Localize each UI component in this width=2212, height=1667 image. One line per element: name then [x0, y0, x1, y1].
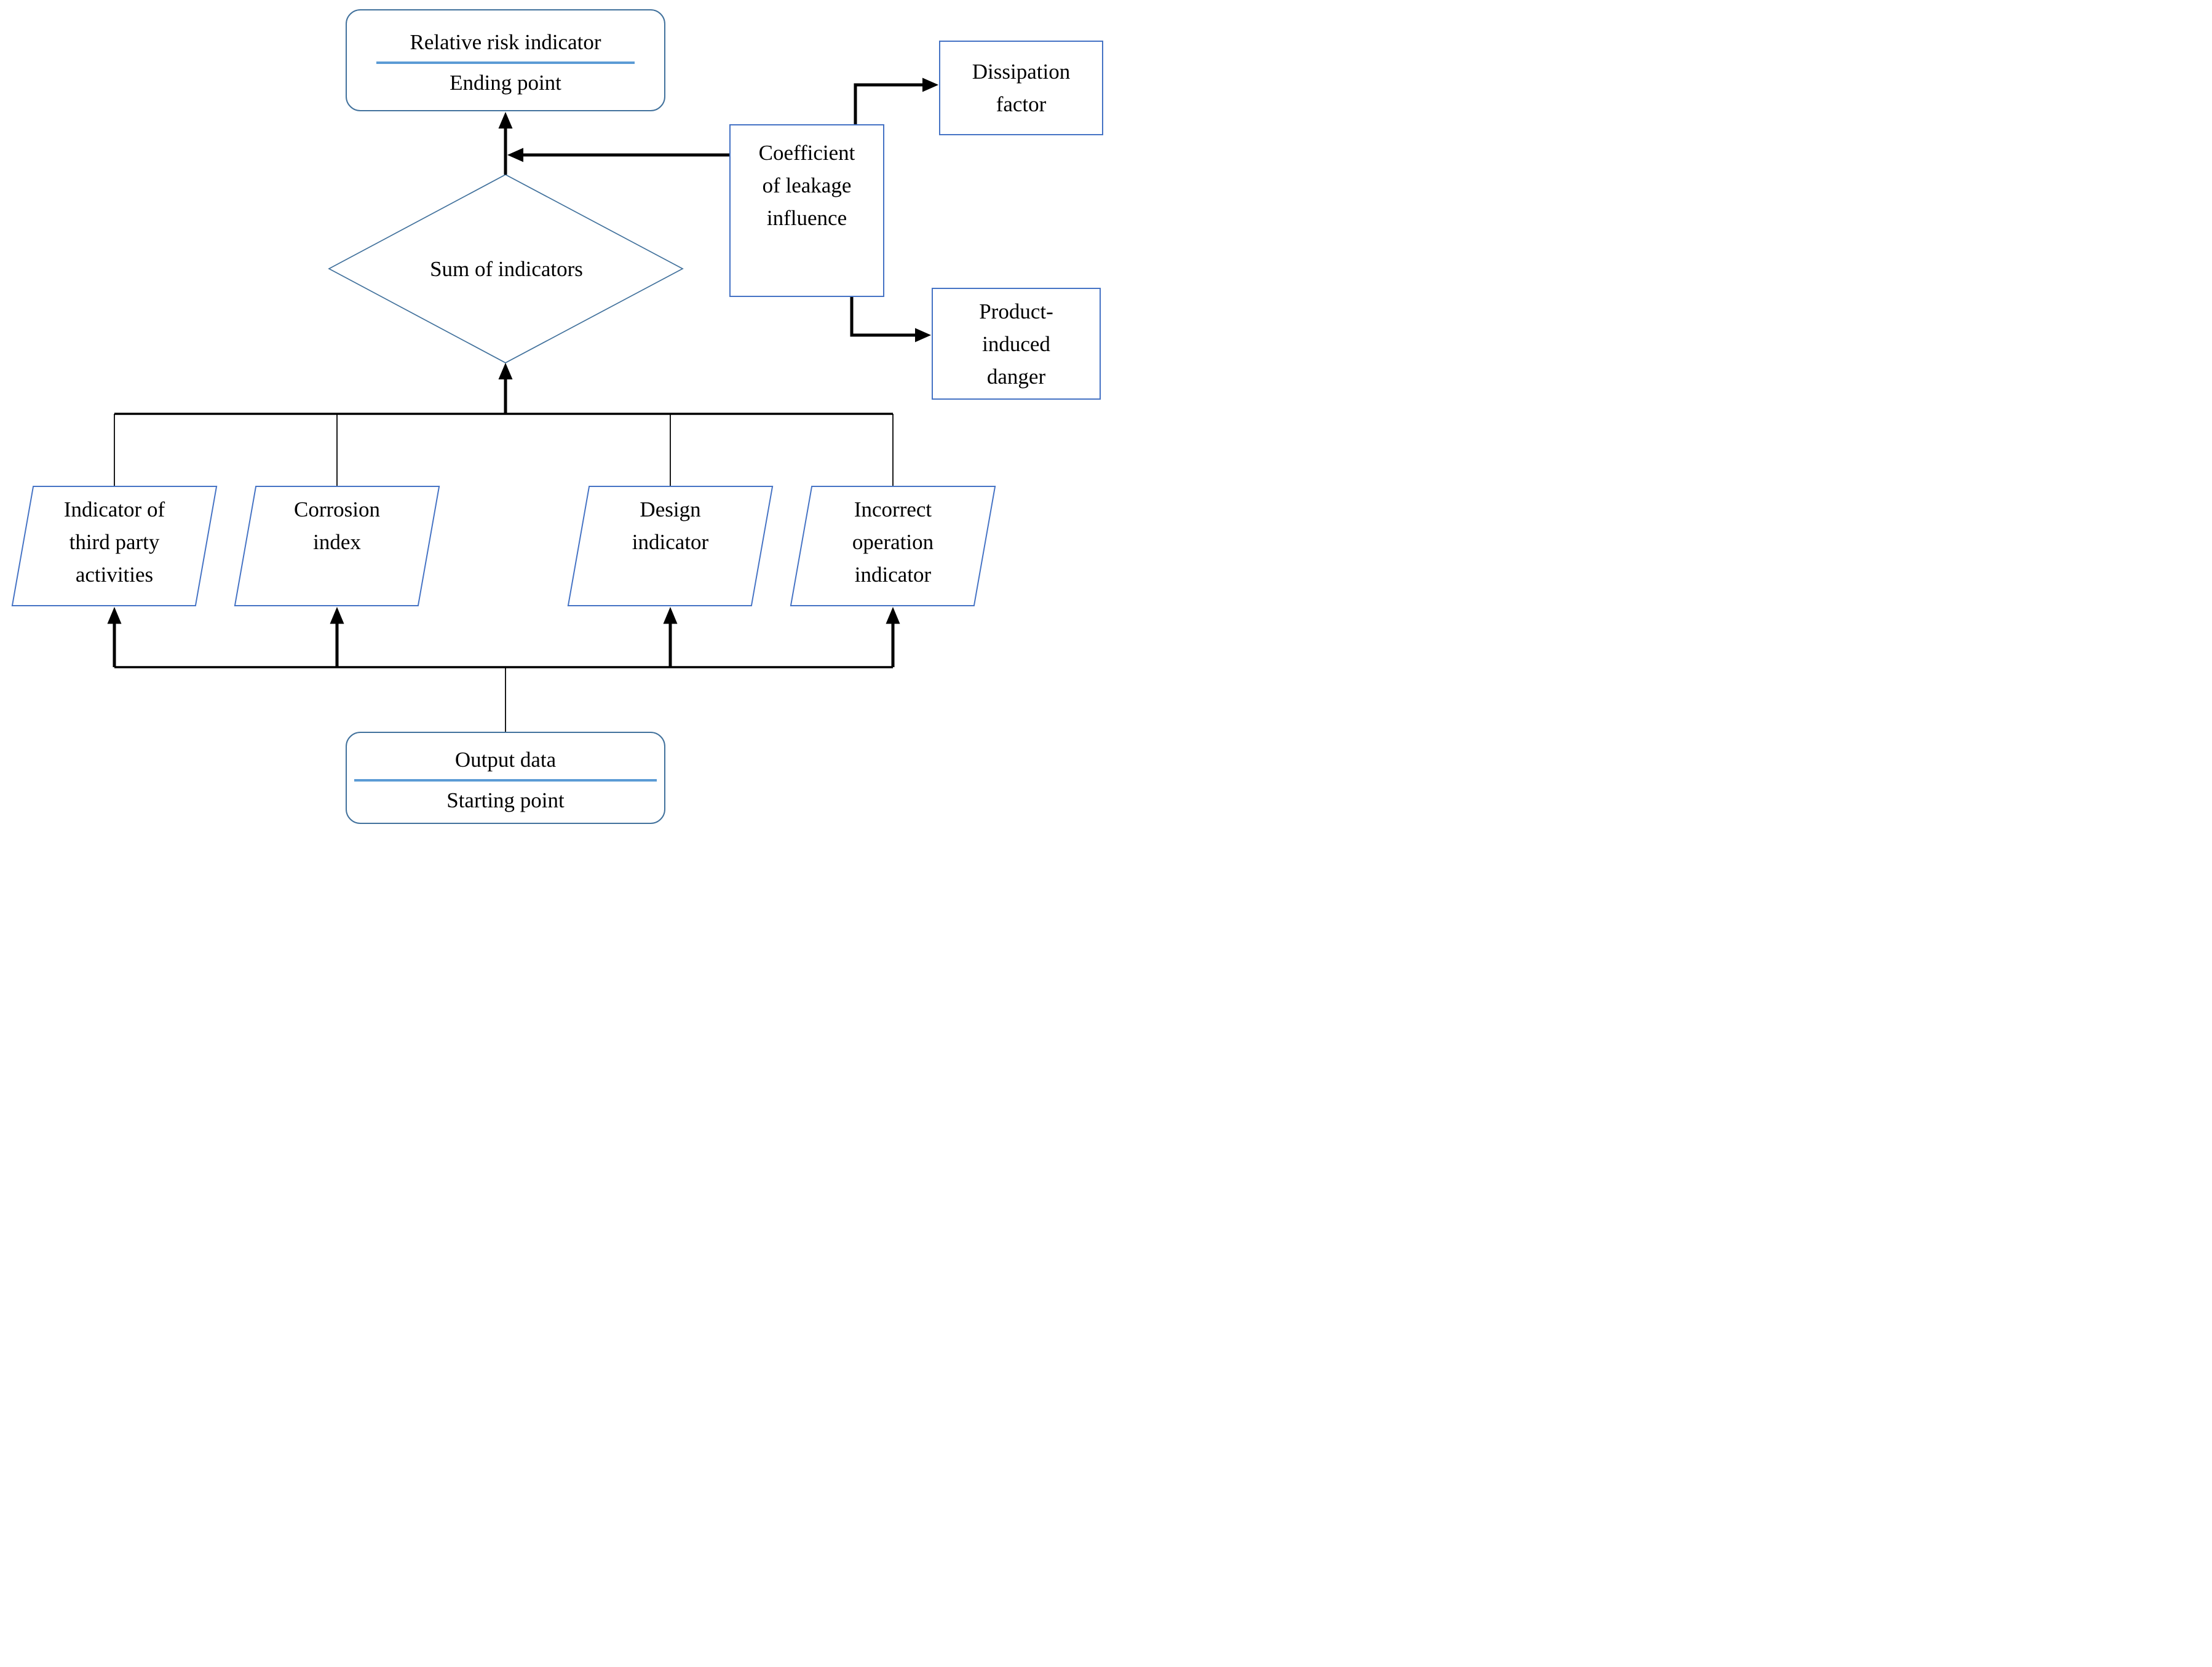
starting-point-separator-line — [354, 778, 657, 782]
ending-point-separator-line — [376, 61, 635, 64]
corrosion-line: index — [313, 530, 361, 554]
ending-point-title: Relative risk indicator — [410, 30, 601, 54]
product-danger-line: danger — [986, 364, 1046, 389]
node-dissipation-factor: Dissipation factor — [939, 41, 1103, 135]
node-product-induced-danger: Product- induced danger — [932, 288, 1101, 400]
connector-layer — [107, 77, 938, 732]
third-party-line: activities — [75, 563, 154, 587]
starting-point-subtitle: Starting point — [446, 788, 565, 812]
corrosion-line: Corrosion — [294, 497, 380, 521]
arrow-sum-to-ending-point — [498, 112, 513, 175]
coefficient-line: Coefficient — [758, 141, 855, 165]
arrowhead-up-icon — [107, 607, 122, 624]
design-line: Design — [640, 497, 701, 521]
arrowhead-left-icon — [507, 148, 523, 162]
arrowhead-right-icon — [922, 77, 938, 92]
product-danger-line: Product- — [979, 299, 1053, 323]
arrowhead-up-icon — [498, 112, 513, 129]
node-starting-point: Output data Starting point — [346, 732, 665, 824]
ending-point-subtitle: Ending point — [450, 70, 561, 95]
arrowhead-up-icon — [330, 607, 344, 624]
sum-of-indicators-label: Sum of indicators — [430, 256, 583, 281]
product-danger-line: induced — [982, 331, 1050, 356]
incorrect-operation-line: operation — [852, 530, 934, 554]
connector-indicators-to-sum — [114, 363, 894, 487]
third-party-line: Indicator of — [63, 497, 165, 521]
arrow-elbow — [854, 83, 922, 125]
arrowhead-up-icon — [498, 363, 513, 379]
arrowhead-up-icon — [663, 607, 678, 624]
starting-point-title: Output data — [454, 747, 557, 772]
dissipation-line: Dissipation — [972, 60, 1071, 84]
flowchart-canvas: Relative risk indicator Ending point Sum… — [0, 0, 1106, 834]
connector-output-to-indicators — [107, 607, 900, 732]
node-ending-point: Relative risk indicator Ending point — [346, 9, 665, 111]
arrowhead-right-icon — [915, 328, 931, 343]
node-coefficient-of-leakage-influence: Coefficient of leakage influence — [729, 124, 884, 297]
arrow-coefficient-to-dissipation — [854, 77, 938, 125]
coefficient-line: influence — [766, 206, 847, 230]
node-design-indicator: Design indicator — [567, 486, 774, 606]
arrow-coefficient-to-main-flow — [507, 148, 729, 162]
node-corrosion-index: Corrosion index — [234, 486, 440, 606]
incorrect-operation-line: indicator — [854, 563, 932, 587]
arrow-coefficient-to-product — [850, 296, 931, 343]
arrowhead-up-icon — [886, 607, 900, 624]
dissipation-line: factor — [996, 92, 1047, 116]
third-party-line: third party — [69, 530, 160, 554]
design-line: indicator — [632, 530, 709, 554]
coefficient-line: of leakage — [762, 173, 852, 197]
node-incorrect-operation-indicator: Incorrect operation indicator — [790, 486, 996, 606]
arrow-elbow — [850, 296, 915, 337]
node-indicator-of-third-party-activities: Indicator of third party activities — [11, 486, 218, 606]
node-sum-of-indicators: Sum of indicators — [330, 175, 683, 363]
incorrect-operation-line: Incorrect — [854, 497, 932, 521]
